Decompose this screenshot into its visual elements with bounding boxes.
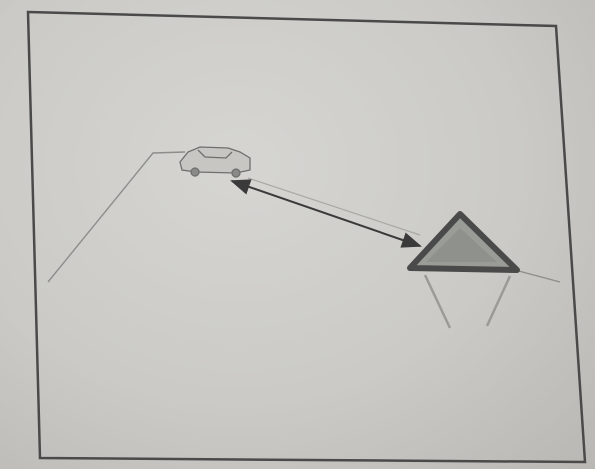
warning-triangle-icon: [410, 214, 517, 328]
car-icon: [180, 147, 250, 177]
road-center-line: [248, 178, 420, 235]
road-right-edge: [515, 270, 560, 282]
road-left-edge: [48, 152, 185, 282]
diagram-border: [28, 12, 585, 462]
distance-arrow: [232, 181, 420, 246]
